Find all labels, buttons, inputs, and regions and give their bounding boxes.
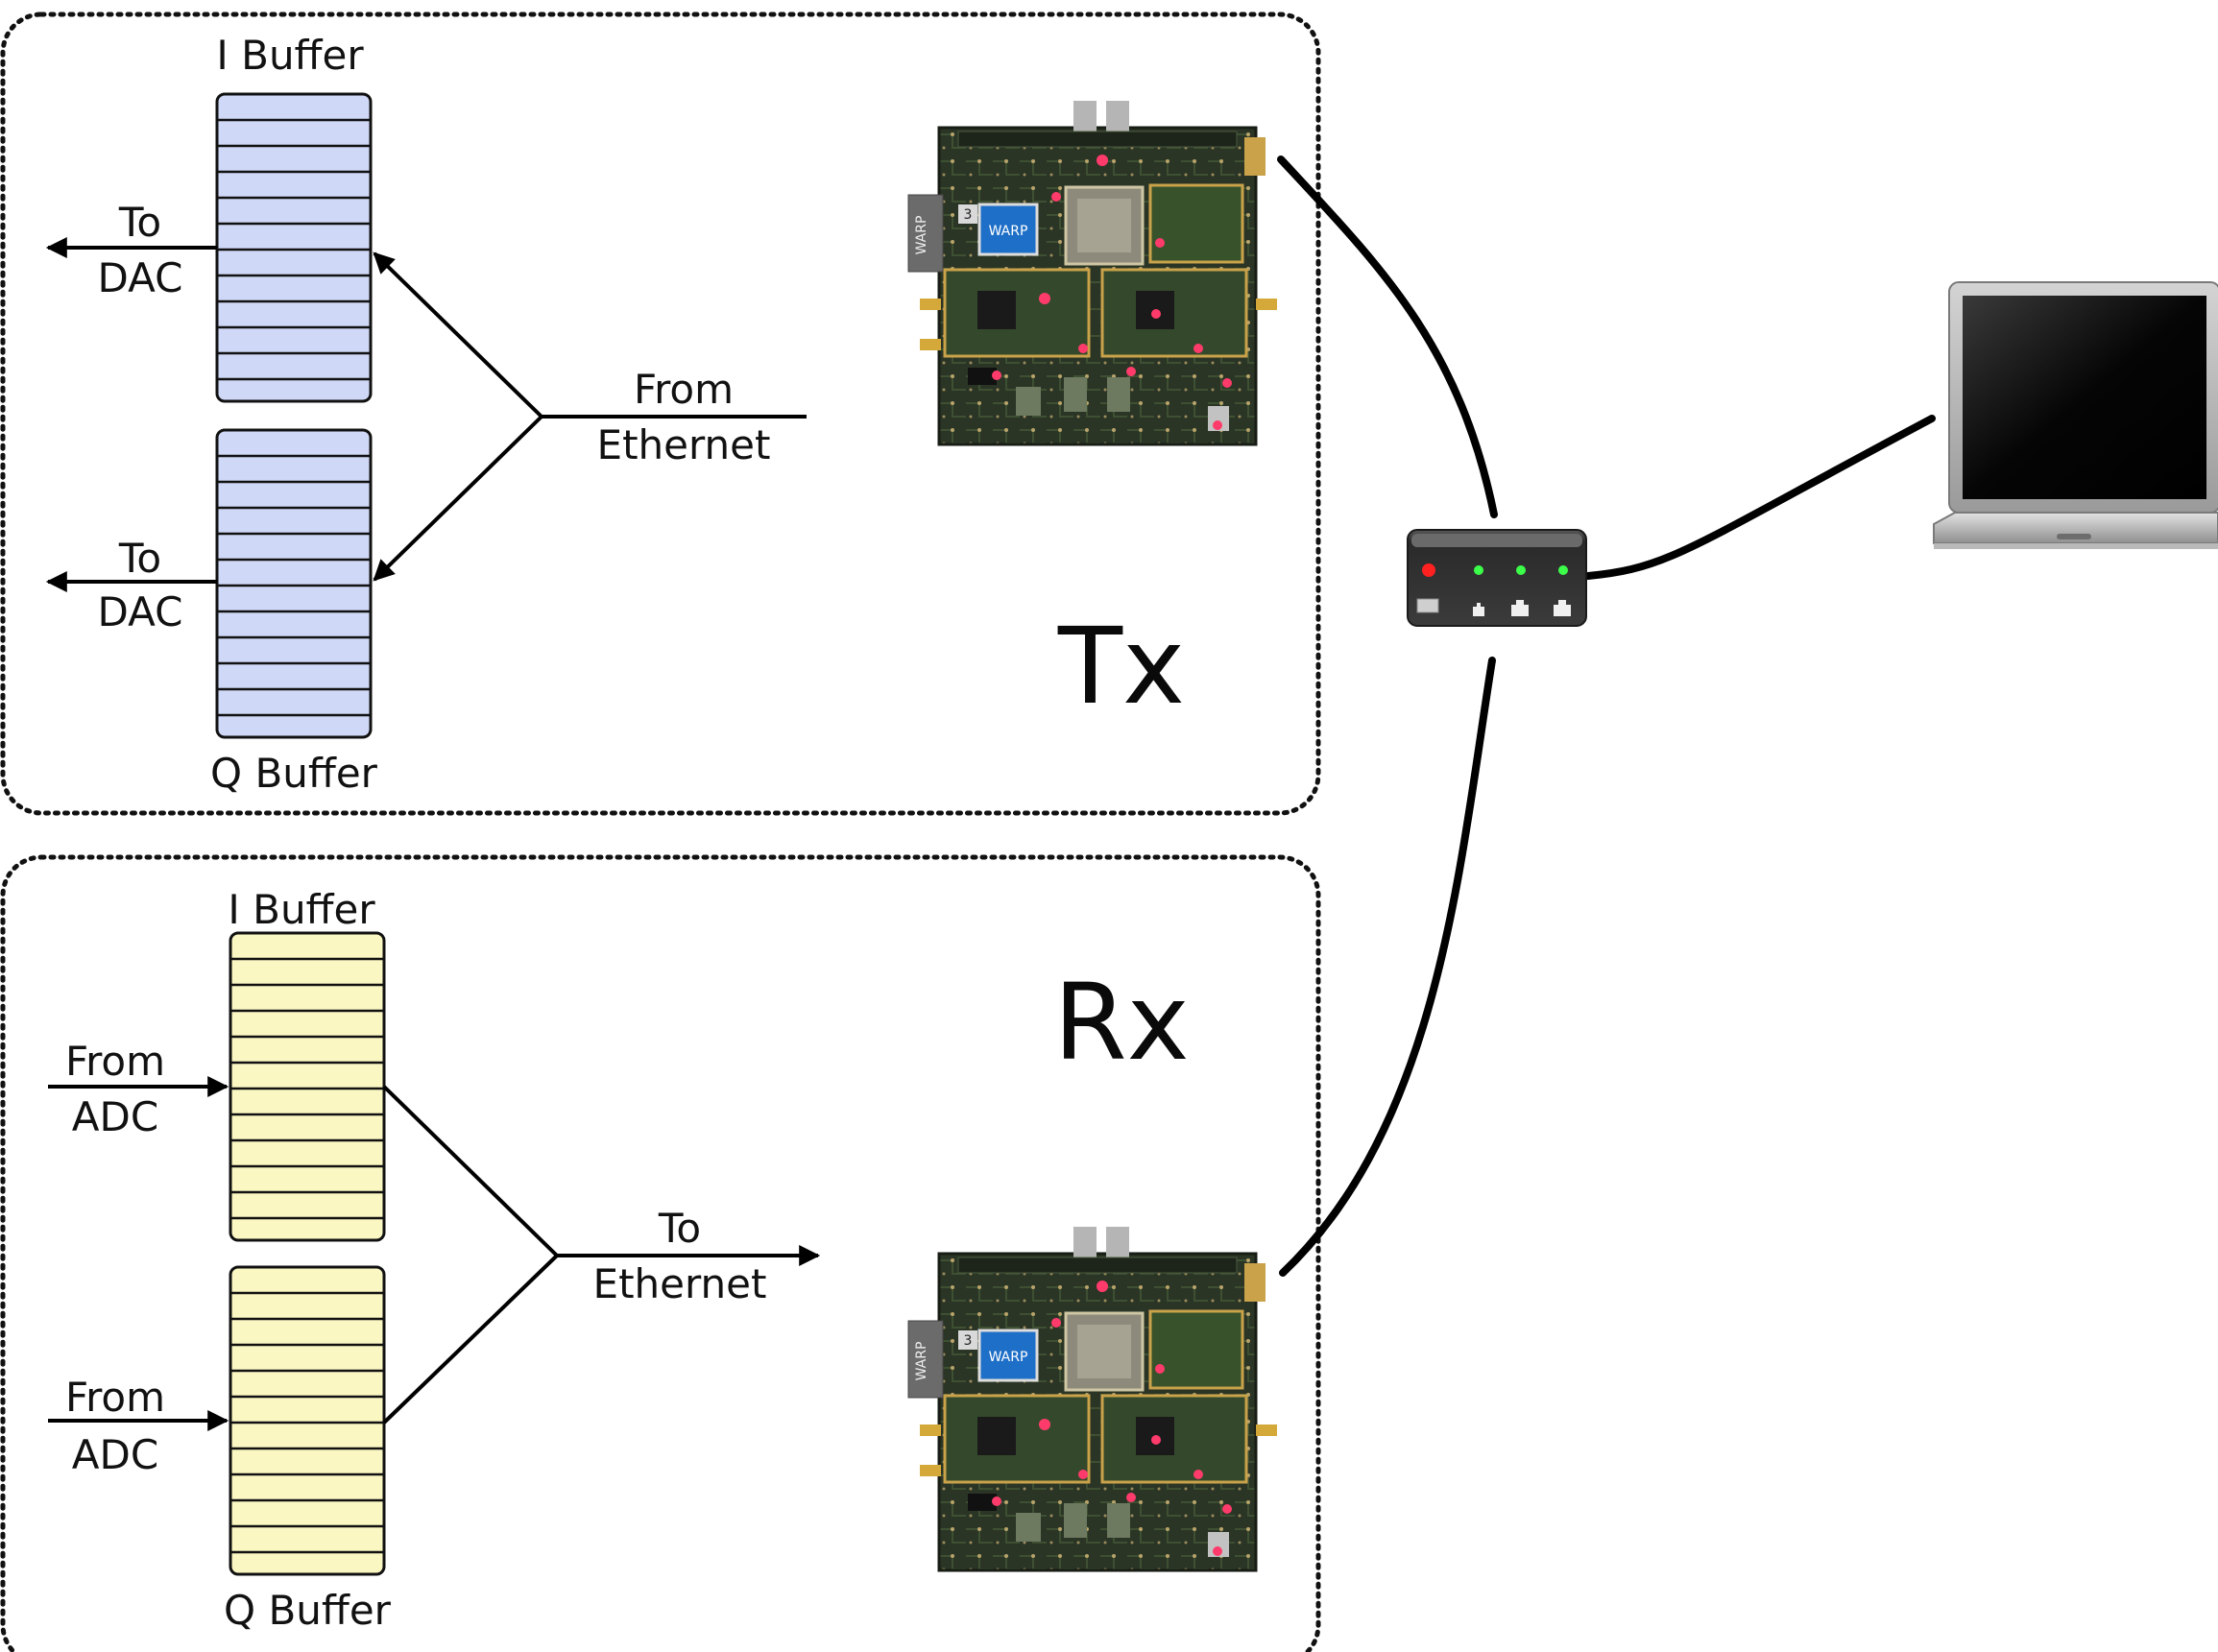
rx-q-buffer: [229, 1265, 386, 1576]
rx-merge-bottom: [382, 1254, 559, 1425]
tx-i-buffer-box: [215, 92, 373, 403]
tx-dac-top-label: DAC: [98, 254, 183, 301]
rx-board-num: 3: [964, 1333, 973, 1349]
tx-ethernet-label: Ethernet: [597, 421, 771, 468]
tx-q-buffer-box: [215, 428, 373, 739]
tx-board-screen: WARP: [989, 224, 1028, 239]
tx-q-buffer-label: Q Buffer: [210, 750, 378, 797]
rx-dotted-border: [0, 854, 1321, 1652]
rx-to-label: To: [658, 1205, 701, 1252]
rx-i-buffer-box: [229, 931, 386, 1242]
rx-adc-bottom-label: ADC: [72, 1431, 158, 1478]
rx-q-buffer-label: Q Buffer: [224, 1587, 392, 1634]
tx-branch-up: [373, 251, 543, 419]
tx-from-label: From: [634, 366, 734, 413]
tx-dac-bottom-label: DAC: [98, 588, 183, 635]
tx-board-num: 3: [964, 207, 973, 223]
tx-i-buffer-label: I Buffer: [216, 32, 364, 79]
rx-board-screen: WARP: [989, 1350, 1028, 1365]
tx-dotted-border: [0, 12, 1321, 816]
rx-board-tag: WARP: [914, 1342, 929, 1381]
tx-group: I Buffer Q Buffer To DAC To DAC From Eth…: [0, 12, 1321, 816]
cable-switch-to-rx: [1279, 657, 1496, 1277]
rx-i-buffer: [229, 931, 386, 1242]
tx-board-tag: WARP: [914, 216, 929, 255]
rx-ethernet-label: Ethernet: [593, 1260, 767, 1307]
rx-merge-top: [382, 1085, 559, 1257]
cable-switch-to-laptop: [1584, 415, 1936, 580]
rx-q-buffer-box: [229, 1265, 386, 1576]
tx-fpga-board-icon: WARP WARP 3: [906, 99, 1279, 446]
laptop-icon: [1933, 281, 2218, 549]
rx-from-bottom-label: From: [65, 1374, 165, 1421]
tx-branch-down: [373, 415, 543, 582]
tx-label: Tx: [1057, 605, 1185, 728]
rx-fpga-board-icon: WARP WARP 3: [906, 1225, 1279, 1572]
ethernet-switch-icon: [1407, 529, 1587, 627]
tx-i-buffer: [215, 92, 373, 403]
cable-tx-to-switch: [1277, 156, 1498, 518]
tx-q-buffer: [215, 428, 373, 739]
rx-i-buffer-label: I Buffer: [228, 886, 375, 933]
rx-adc-top-label: ADC: [72, 1093, 158, 1140]
rx-group: I Buffer Q Buffer From ADC From ADC To E…: [0, 854, 1321, 1652]
tx-to-bottom-label: To: [118, 535, 161, 582]
rx-label: Rx: [1053, 961, 1190, 1084]
rx-from-top-label: From: [65, 1038, 165, 1085]
tx-to-top-label: To: [118, 199, 161, 246]
